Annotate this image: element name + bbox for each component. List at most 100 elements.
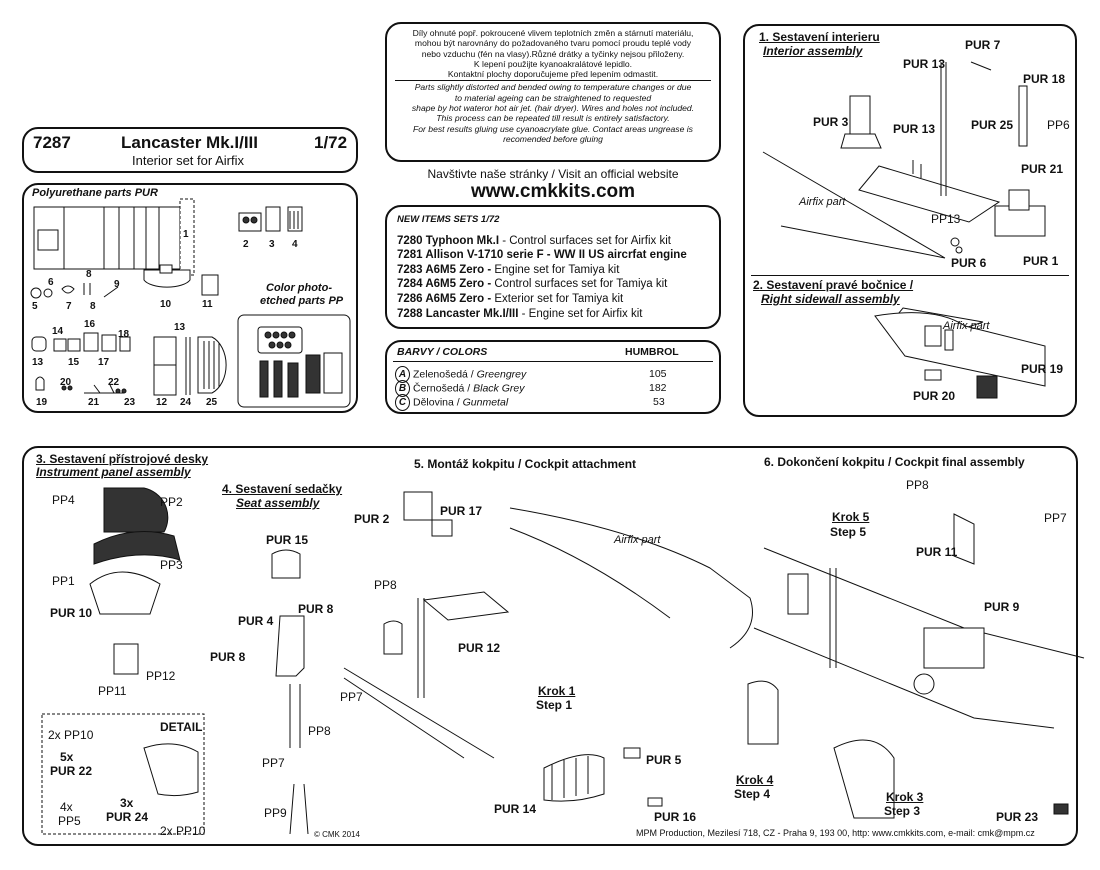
pe-heading-2: etched parts PP (260, 295, 344, 307)
detail-pur22: PUR 22 (50, 764, 93, 778)
sec3-pp12: PP12 (146, 669, 176, 683)
part-num-12: 12 (156, 397, 168, 408)
part-num-1: 1 (183, 229, 189, 240)
sec6-step3-cz: Krok 3 (886, 790, 924, 804)
kit-scale: 1/72 (314, 133, 348, 152)
sec6-pp8: PP8 (906, 478, 929, 492)
notice-en-2: to material ageing can be straightened t… (454, 92, 652, 103)
detail-title: DETAIL (160, 720, 203, 734)
sec1-pur1: PUR 1 (1023, 254, 1059, 268)
new-item-1: 7280 Typhoon Mk.I - Control surfaces set… (397, 234, 671, 247)
sec6-step3-en: Step 3 (884, 804, 921, 818)
sec5-step-en: Step 1 (536, 698, 573, 712)
notice-cz-1: Díly ohnuté popř. pokroucené vlivem tepl… (412, 28, 694, 38)
sec5-pur16: PUR 16 (654, 810, 697, 824)
sec5-airfix: Airfix part (614, 534, 661, 546)
sec4-pp7a: PP7 (340, 690, 363, 704)
part-num-8a: 8 (86, 269, 92, 280)
color-num-c: 53 (653, 396, 665, 408)
sec6-pp7: PP7 (1044, 511, 1067, 525)
pe-heading-1: Color photo- (266, 282, 332, 294)
sec1-pur6: PUR 6 (951, 256, 987, 270)
notice-en-5: For best results gluing use cyanoacrylat… (413, 123, 693, 134)
part-num-11: 11 (202, 299, 213, 310)
sec3-pp11: PP11 (98, 684, 127, 698)
notice-cz-2: mohou být narovnány do požadovaného tvar… (414, 38, 692, 49)
sec6-pur9: PUR 9 (984, 600, 1020, 614)
detail-2xpp10b: 2x PP10 (160, 824, 206, 838)
part-num-8b: 8 (90, 301, 96, 312)
sec4-pur8b: PUR 8 (210, 650, 246, 664)
sec1-pur3: PUR 3 (813, 115, 849, 129)
new-item-5: 7286 A6M5 Zero - Exterior set for Tamiya… (397, 292, 624, 305)
notice-box: Díly ohnuté popř. pokroucené vlivem tepl… (385, 22, 721, 162)
website-url[interactable]: www.cmkkits.com (470, 181, 636, 202)
sec1-pur7: PUR 7 (965, 38, 1001, 52)
detail-4x: 4x (60, 800, 73, 814)
notice-en-3: shape by hot waterоr hot air jet. (hair … (411, 103, 695, 114)
detail-3x: 3x (120, 796, 134, 810)
website-line: Navštivte naše stránky / Visit an offici… (427, 167, 679, 181)
kit-code: 7287 (33, 133, 71, 152)
color-key-c: C (395, 394, 410, 411)
footer-copyright: © CMK 2014 (314, 830, 360, 839)
sec6-step5-en: Step 5 (830, 525, 867, 539)
sec4-pur8a: PUR 8 (298, 602, 334, 616)
parts-box: Polyurethane parts PUR Color photo- etch… (22, 183, 358, 413)
part-num-5: 5 (32, 301, 38, 312)
sec4-pp8: PP8 (308, 724, 331, 738)
sec3-pp2: PP2 (160, 495, 183, 509)
part-num-6: 6 (48, 277, 54, 288)
sec1-pur21: PUR 21 (1021, 162, 1064, 176)
sec1-pur13a: PUR 13 (903, 57, 946, 71)
detail-5x: 5x (60, 750, 74, 764)
part-num-16: 14 (52, 326, 64, 337)
sec3-subtitle: Instrument panel assembly (36, 465, 191, 479)
part-num-18: 16 (84, 319, 96, 330)
part-num-21: 19 (36, 397, 48, 408)
sec1-pur25: PUR 25 (971, 118, 1014, 132)
new-item-2: 7281 Allison V-1710 serie F - WW II US a… (397, 249, 687, 262)
sec2-pur20: PUR 20 (913, 389, 956, 403)
sec1-drawing (762, 61, 1046, 399)
assembly-box: 3. Sestavení přístrojové desky Instrumen… (22, 446, 1085, 846)
sec5-step-cz: Krok 1 (538, 684, 576, 698)
detail-pp5: PP5 (58, 814, 81, 828)
sec3-pur10: PUR 10 (50, 606, 93, 620)
sec4-pur15: PUR 15 (266, 533, 309, 547)
part-num-14: 25 (206, 397, 218, 408)
sec5-pur2: PUR 2 (354, 512, 390, 526)
notice-cz-5: Kontaktní plochy doporučujeme před lepen… (447, 69, 659, 80)
notice-en-4: This process can be repeated till result… (436, 113, 670, 124)
notice-cz-3: nebo vzduchu (fén na vlasy).Různé drátky… (421, 48, 685, 59)
sec5-pur12: PUR 12 (458, 641, 501, 655)
sec5-pur17: PUR 17 (440, 504, 483, 518)
parts-heading: Polyurethane parts PUR (32, 187, 158, 199)
new-item-3: 7283 A6M5 Zero - Engine set for Tamiya k… (397, 263, 620, 276)
sec3-pp3: PP3 (160, 558, 183, 572)
sec6-step4-cz: Krok 4 (736, 773, 774, 787)
sec5-pur5: PUR 5 (646, 753, 682, 767)
color-num-b: 182 (649, 382, 667, 394)
new-item-6: 7288 Lancaster Mk.I/III - Engine set for… (397, 307, 643, 320)
new-items-box: NEW ITEMS SETS 1/72 7280 Typhoon Mk.I - … (385, 205, 721, 329)
sec3-pp1: PP1 (52, 574, 75, 588)
part-num-19: 17 (98, 357, 110, 368)
notice-en-1: Parts slightly distorted and bended owin… (414, 82, 692, 93)
sec1-subtitle: Interior assembly (763, 44, 863, 58)
colors-heading: BARVY / COLORS (397, 346, 488, 358)
new-items-heading: NEW ITEMS SETS 1/72 (397, 214, 500, 225)
part-num-13-top: 13 (174, 322, 186, 333)
part-num-22: 20 (60, 377, 72, 388)
sec3-pp4: PP4 (52, 493, 75, 507)
sec1-pur13b: PUR 13 (893, 122, 936, 136)
detail-2xpp10a: 2x PP10 (48, 728, 94, 742)
sec5-pur14: PUR 14 (494, 802, 537, 816)
part-num-24: 22 (108, 377, 120, 388)
sec1-pp6: PP6 (1047, 118, 1070, 132)
notice-en-6: recomended before gluing (503, 133, 603, 144)
sec6-pur23: PUR 23 (996, 810, 1039, 824)
part-num-2: 2 (243, 239, 249, 250)
